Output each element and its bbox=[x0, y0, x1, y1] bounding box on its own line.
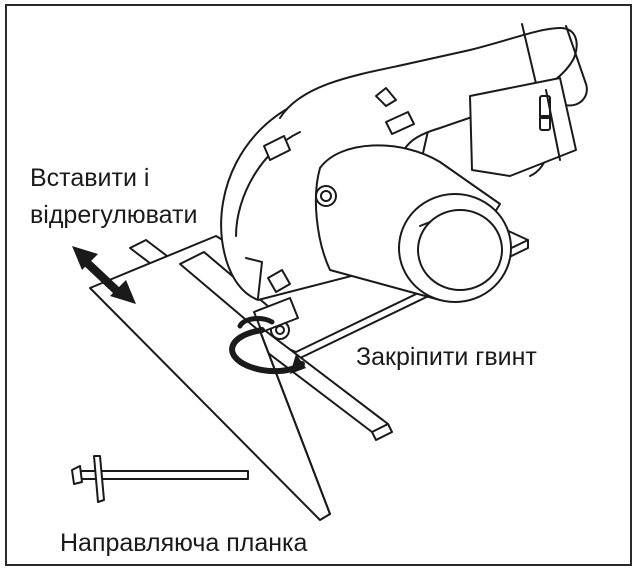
hex-wrench-icon bbox=[71, 455, 249, 503]
label-guide-rule: Направляюча планка bbox=[60, 529, 308, 557]
label-tighten-screw: Закріпити гвинт bbox=[356, 343, 537, 371]
saw-body bbox=[220, 23, 588, 340]
double-arrow-icon bbox=[72, 246, 136, 304]
rotation-arrow-icon bbox=[229, 316, 306, 374]
label-insert-adjust-line1: Вставити і bbox=[30, 164, 150, 192]
label-insert-adjust-line2: відрегулювати bbox=[30, 201, 198, 229]
